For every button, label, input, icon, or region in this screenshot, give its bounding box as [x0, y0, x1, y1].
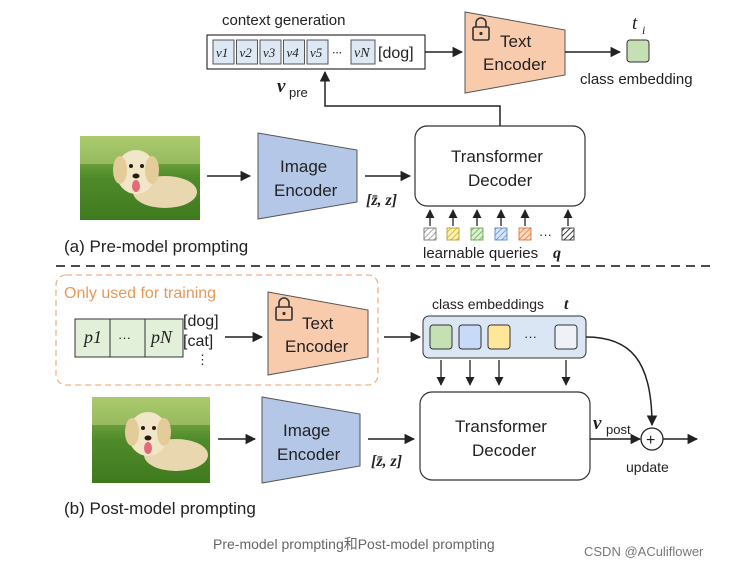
- image-encoder-bottom: Image Encoder: [261, 396, 361, 484]
- text-encoder-bottom: Text Encoder: [267, 291, 369, 376]
- ti-label: t: [632, 13, 638, 34]
- image-encoder-top: Image Encoder: [257, 132, 358, 220]
- context-token-v1: v1: [216, 45, 228, 60]
- arrow-vpre: [319, 70, 501, 126]
- class-embedding-square: [626, 39, 650, 63]
- class-embedding-label: class embedding: [580, 71, 693, 88]
- context-token-cell: [236, 39, 258, 65]
- transformer-top-line2: Decoder: [468, 171, 533, 190]
- learnable-queries: ···: [423, 209, 575, 242]
- transformer-top-line1: Transformer: [451, 147, 543, 166]
- image-encoder-bottom-line1: Image: [283, 421, 330, 440]
- prompt-token-row: p1 ··· pN: [74, 318, 184, 358]
- image-encoder-bottom-line2: Encoder: [277, 445, 341, 464]
- training-only-box: [55, 274, 379, 386]
- prompt-token-pN: pN: [149, 327, 173, 347]
- text-encoder-bottom-line1: Text: [302, 314, 333, 333]
- class-embeddings-panel: ···: [422, 315, 587, 359]
- context-generation-label: context generation: [222, 12, 345, 29]
- learnable-queries-label: learnable queries: [423, 245, 538, 262]
- embeddings-ellipsis: ···: [524, 329, 537, 344]
- text-encoder-bottom-line2: Encoder: [285, 337, 349, 356]
- context-token-cell: [306, 39, 329, 65]
- plus-symbol: +: [646, 432, 655, 449]
- watermark: CSDN @ACuliflower: [584, 544, 704, 559]
- text-encoder-top-line2: Encoder: [483, 55, 547, 74]
- training-only-label: Only used for training: [64, 285, 216, 302]
- transformer-decoder-top: Transformer Decoder: [414, 125, 586, 207]
- ti-subscript: i: [642, 23, 645, 37]
- figure-caption: Pre-model prompting和Post-model prompting: [213, 536, 495, 552]
- context-token-v4: v4: [287, 45, 300, 60]
- class-list-cat: [cat]: [183, 333, 213, 350]
- transformer-bottom-line1: Transformer: [455, 417, 547, 436]
- vpost-subscript: post: [606, 422, 631, 437]
- class-list-dog: [dog]: [183, 313, 219, 330]
- prompt-token-ellipsis: ···: [118, 330, 131, 345]
- class-embeddings-label: class embeddings: [432, 296, 544, 312]
- queries-ellipsis: ···: [539, 227, 552, 242]
- dog-image-bottom: [92, 397, 210, 483]
- learnable-queries-symbol: q: [553, 245, 561, 262]
- image-encoder-top-line2: Encoder: [274, 181, 338, 200]
- context-token-v3: v3: [263, 45, 276, 60]
- class-embeddings-symbol: t: [564, 296, 569, 313]
- context-ellipsis: ···: [332, 45, 342, 60]
- class-list-vdots: ⋮: [196, 352, 209, 367]
- prompt-token-p1: p1: [82, 327, 102, 347]
- text-encoder-top-line1: Text: [500, 32, 531, 51]
- transformer-decoder-bottom: Transformer Decoder: [419, 391, 591, 481]
- dog-image-top: [80, 136, 200, 220]
- text-encoder-top: Text Encoder: [464, 11, 566, 94]
- vpre-label: v: [277, 76, 286, 97]
- context-class-token: [dog]: [378, 45, 414, 62]
- lock-icon: [275, 297, 293, 321]
- context-token-v2: v2: [240, 45, 253, 60]
- context-token-v5: v5: [310, 45, 323, 60]
- section-b-caption: (b) Post-model prompting: [64, 499, 256, 518]
- vpre-subscript: pre: [289, 85, 308, 100]
- context-token-vN: vN: [354, 46, 370, 61]
- section-a-caption: (a) Pre-model prompting: [64, 237, 248, 256]
- context-token-row: v1 v2 v3 v4 v5 ··· vN [dog]: [206, 34, 426, 70]
- arrow-embeddings-to-update: [585, 336, 658, 427]
- context-token-cell: [259, 39, 282, 65]
- update-label: update: [626, 459, 669, 475]
- image-encoder-top-line1: Image: [280, 157, 327, 176]
- lock-icon: [472, 17, 490, 41]
- zz-label-bottom: [z̄, z]: [371, 453, 402, 470]
- transformer-bottom-line2: Decoder: [472, 441, 537, 460]
- update-plus-node: +: [640, 427, 664, 451]
- vpost-label: v: [593, 413, 602, 434]
- context-token-cell: [283, 39, 305, 65]
- context-token-cell: [212, 39, 235, 65]
- zz-label-top: [z̄, z]: [366, 192, 397, 209]
- embedding-down-arrows: [436, 360, 571, 386]
